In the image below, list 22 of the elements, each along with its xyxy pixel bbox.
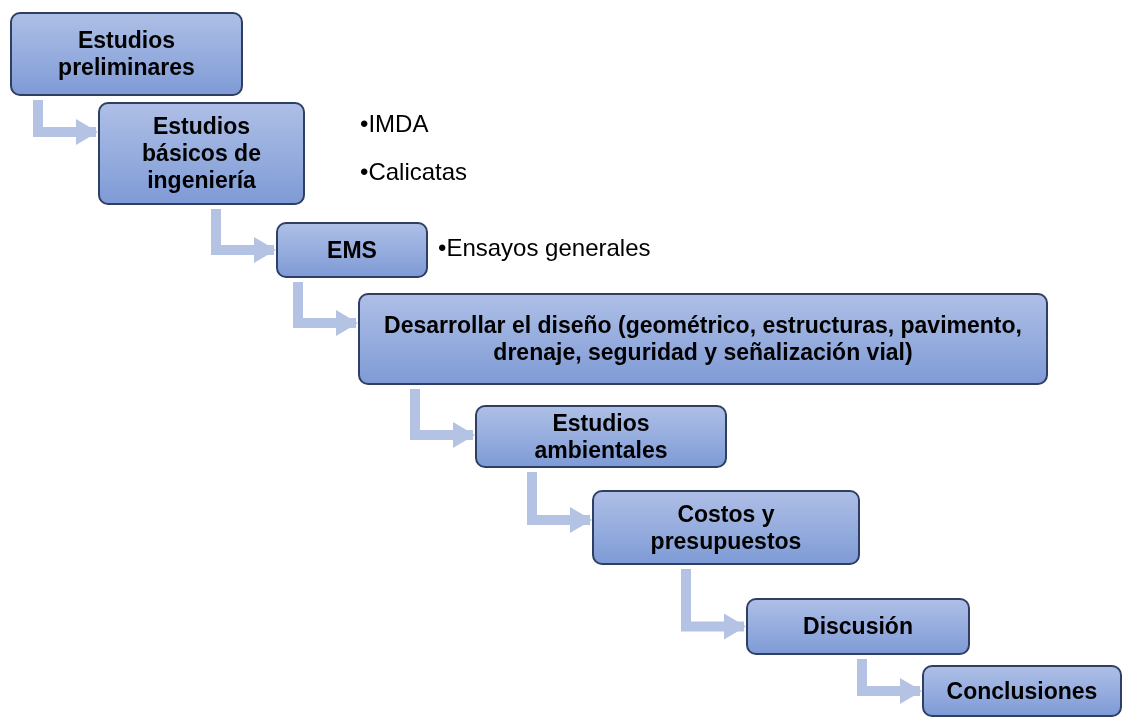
elbow-arrow <box>681 569 746 640</box>
box-label: EMS <box>327 236 377 264</box>
process-box <box>592 490 860 565</box>
process-box <box>276 222 428 278</box>
box-label: Costos y presupuestos <box>649 500 803 555</box>
box-label: Estudios preliminares <box>57 27 196 81</box>
process-box <box>98 102 305 205</box>
bullet-text: •IMDA <box>360 109 429 139</box>
elbow-arrow <box>410 389 475 448</box>
process-box <box>922 665 1122 717</box>
process-box <box>10 12 243 96</box>
bullet-text: •Calicatas <box>360 157 468 187</box>
process-box <box>358 293 1048 385</box>
bullet-text: •Ensayos generales <box>438 233 651 263</box>
elbow-arrow <box>527 472 592 533</box>
box-label: Desarrollar el diseño (geométrico, estructuras, pavimento, drenaje, seguridad y señalización vial) <box>383 312 1023 366</box>
process-box <box>475 405 727 468</box>
box-label: Estudios ambientales <box>533 409 669 464</box>
box-label: Discusión <box>803 613 913 640</box>
process-box <box>746 598 970 655</box>
box-label: Conclusiones <box>946 677 1098 705</box>
box-label: Estudios básicos de ingeniería <box>141 113 262 194</box>
